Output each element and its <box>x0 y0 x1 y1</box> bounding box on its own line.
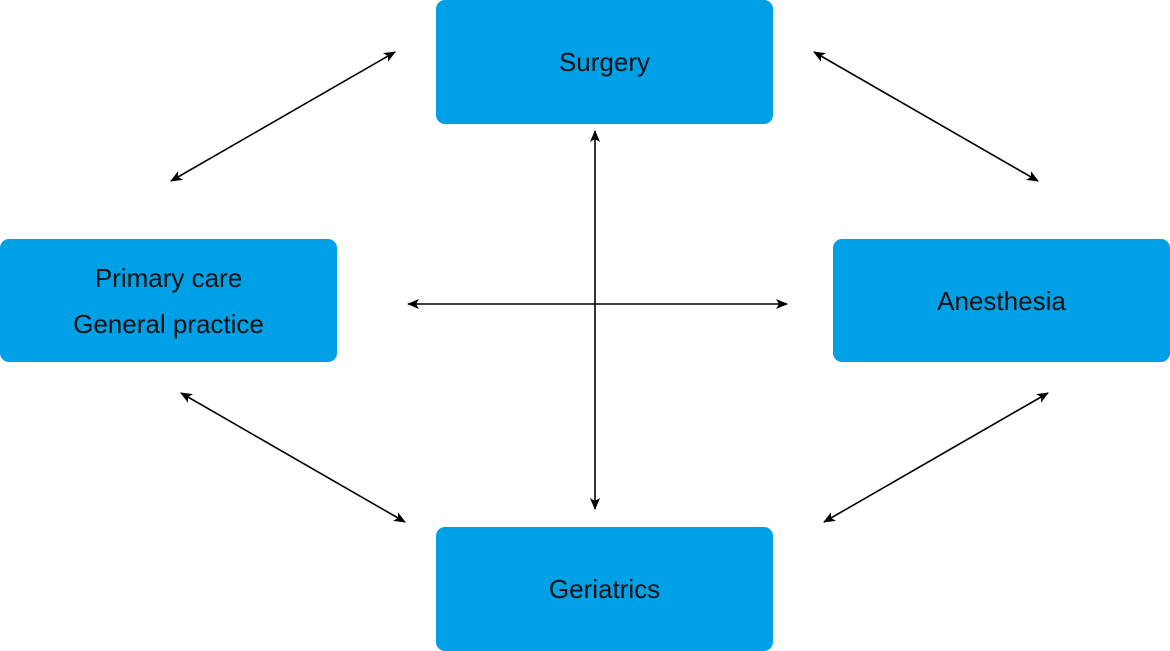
node-surgery: Surgery <box>436 0 773 124</box>
node-anesthesia-label: Anesthesia <box>937 285 1066 316</box>
node-surgery-label: Surgery <box>558 47 651 77</box>
node-anesthesia: Anesthesia <box>833 239 1170 362</box>
arrow-anesthesia-geriatrics <box>823 392 1049 523</box>
node-primary-care-label-line-1: Primary care <box>94 262 243 293</box>
arrow-primary-care-geriatrics <box>180 392 406 523</box>
node-geriatrics-label: Geriatrics <box>548 574 661 604</box>
node-primary-care-label-line-2: General practice <box>73 308 264 339</box>
arrow-surgery-anesthesia <box>813 51 1039 182</box>
node-primary-care: Primary care General practice <box>0 239 337 362</box>
arrow-surgery-primary-care <box>170 51 396 182</box>
node-geriatrics: Geriatrics <box>436 527 773 651</box>
